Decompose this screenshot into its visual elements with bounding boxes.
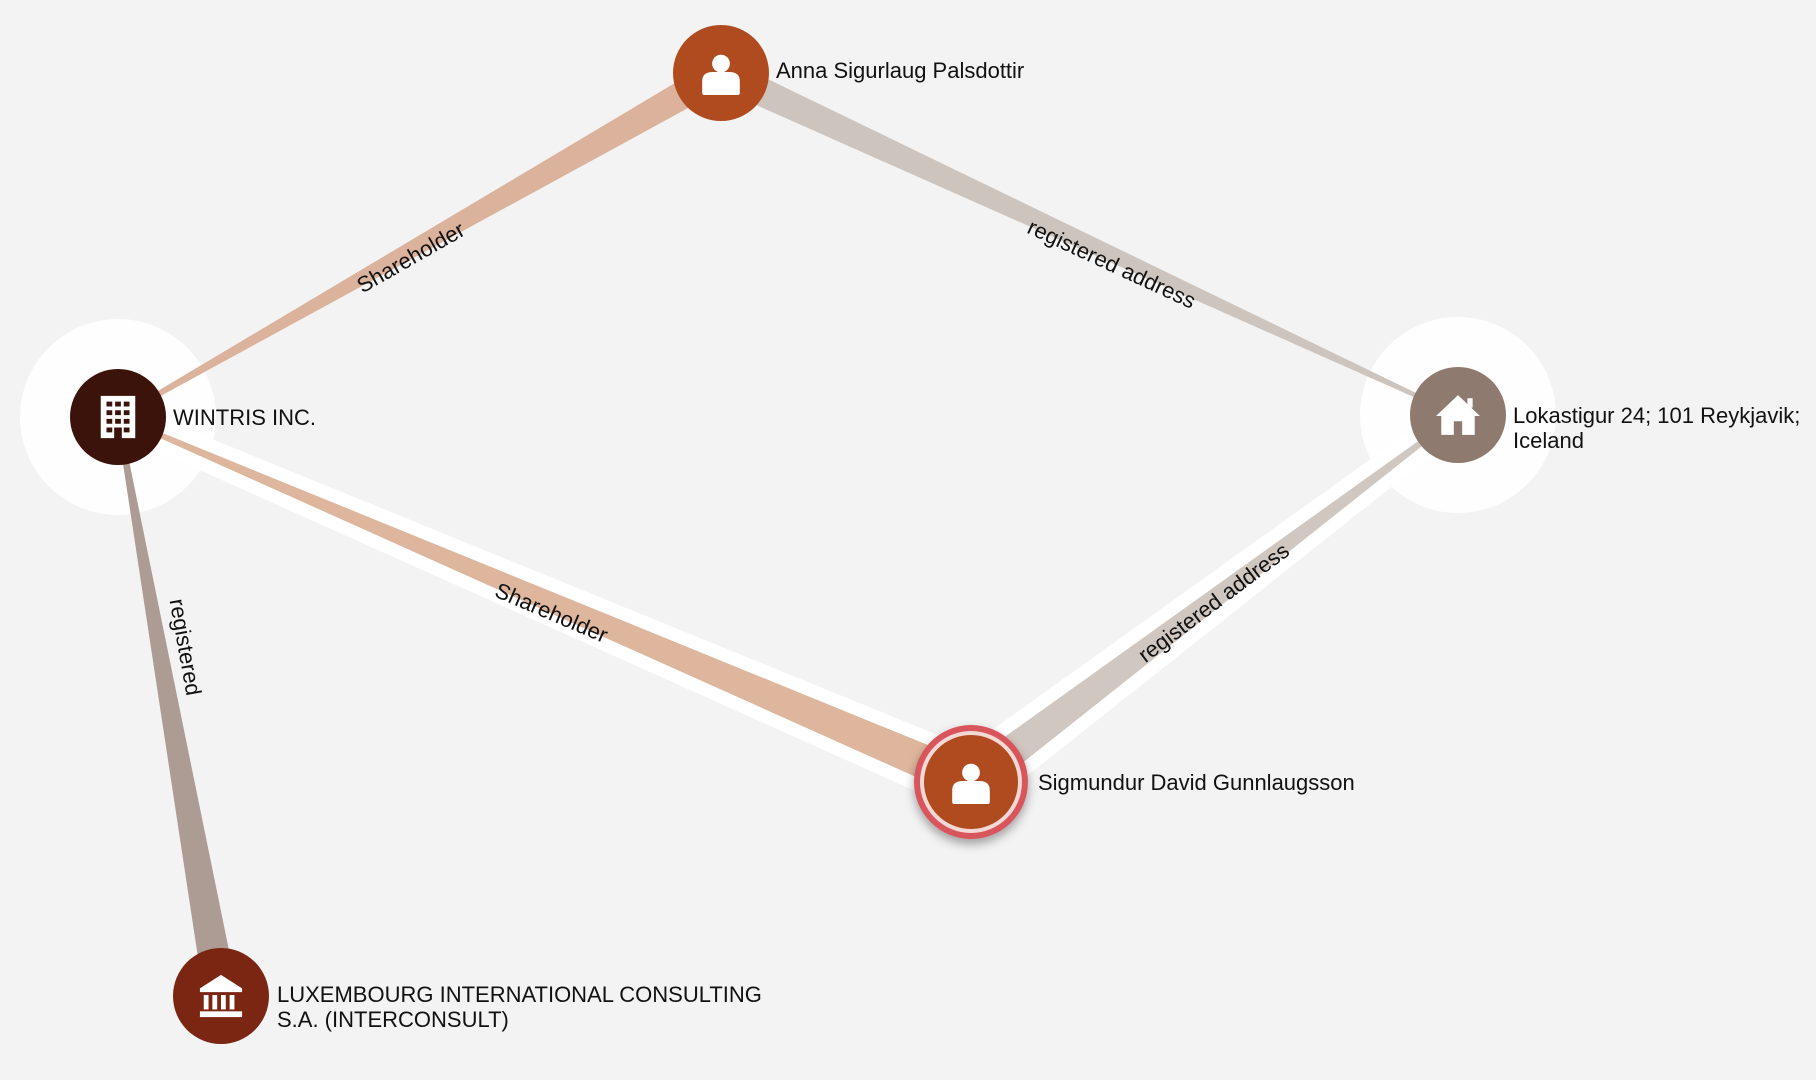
edge-label-wintris-anna: Shareholder [353,217,470,298]
edge-wintris-sigmundur[interactable] [117,415,979,799]
node-label-line: Iceland [1513,428,1584,453]
edge-wintris-luxembourg[interactable] [116,416,238,1000]
node-address[interactable] [1410,367,1506,463]
node-label-anna: Anna Sigurlaug Palsdottir [776,58,1024,83]
node-label-line: WINTRIS INC. [173,405,316,430]
node-luxembourg[interactable] [173,948,269,1044]
edge-anna-address[interactable] [714,59,1459,417]
node-label-sigmundur: Sigmundur David Gunnlaugsson [1038,770,1355,795]
node-sigmundur[interactable] [914,725,1028,839]
edge-label-anna-address: registered address [1024,214,1200,313]
node-label-line: S.A. (INTERCONSULT) [277,1007,509,1032]
edge-label-sigmundur-address: registered address [1133,538,1294,668]
node-anna[interactable] [673,25,769,121]
edge-layer [112,59,1467,1000]
node-label-wintris: WINTRIS INC. [173,405,316,430]
edge-sigmundur-address[interactable] [960,413,1460,796]
edge-wintris-anna[interactable] [117,60,729,419]
node-label-line: Anna Sigurlaug Palsdottir [776,58,1025,83]
node-label-line: Sigmundur David Gunnlaugsson [1038,770,1355,795]
node-label-line: LUXEMBOURG INTERNATIONAL CONSULTING [277,982,762,1007]
node-label-line: Lokastigur 24; 101 Reykjavik; [1513,403,1801,428]
node-wintris[interactable] [70,369,166,465]
node-layer [70,25,1506,1044]
node-label-address: Lokastigur 24; 101 Reykjavik;Iceland [1513,403,1800,453]
